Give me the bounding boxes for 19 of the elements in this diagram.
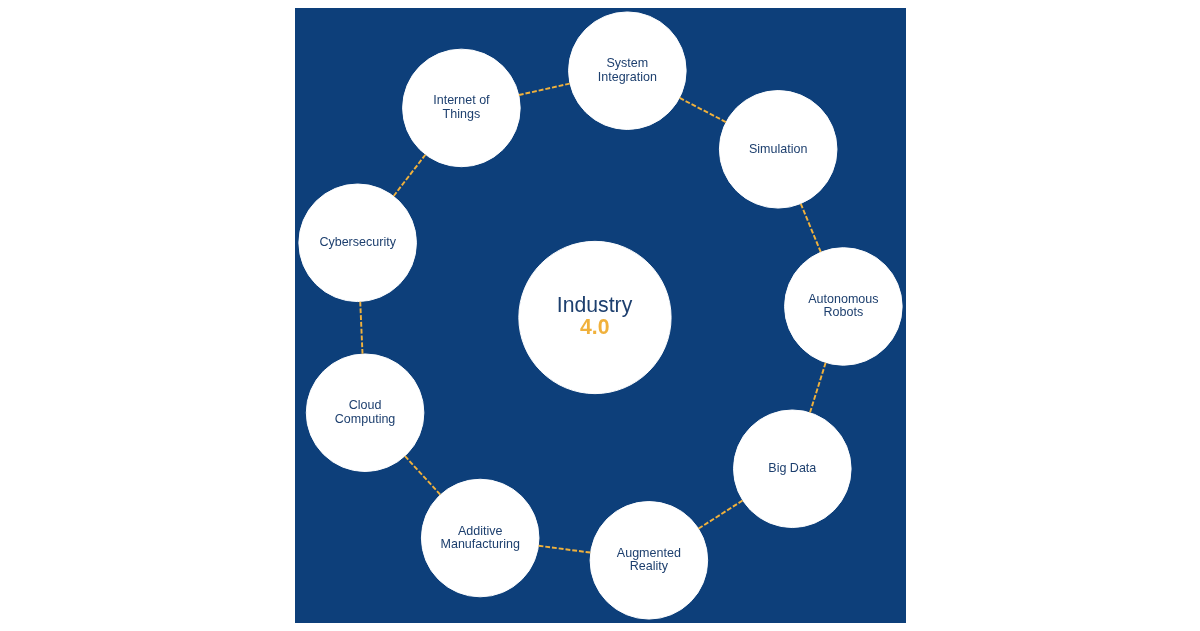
node-circle: Augmented Reality	[589, 501, 708, 620]
connector	[799, 202, 822, 253]
connector	[537, 544, 591, 554]
node-circle: Additive Manufacturing	[420, 478, 539, 598]
connector	[808, 361, 827, 414]
connector	[403, 455, 441, 496]
node-circle: Big Data	[732, 409, 852, 529]
node-circle: Industry 4.0	[517, 240, 672, 395]
connector	[678, 96, 727, 123]
node-circle: Internet of Things	[401, 48, 521, 168]
node-circle: Autonomous Robots	[783, 247, 903, 366]
connector	[358, 300, 363, 355]
node-circle: System Integration	[567, 11, 687, 130]
connector	[517, 82, 571, 96]
connector	[697, 499, 744, 530]
connector	[392, 153, 426, 198]
node-circle: Simulation	[718, 90, 837, 209]
node-circle: Cybersecurity	[297, 183, 417, 303]
node-circle: Cloud Computing	[305, 353, 424, 472]
